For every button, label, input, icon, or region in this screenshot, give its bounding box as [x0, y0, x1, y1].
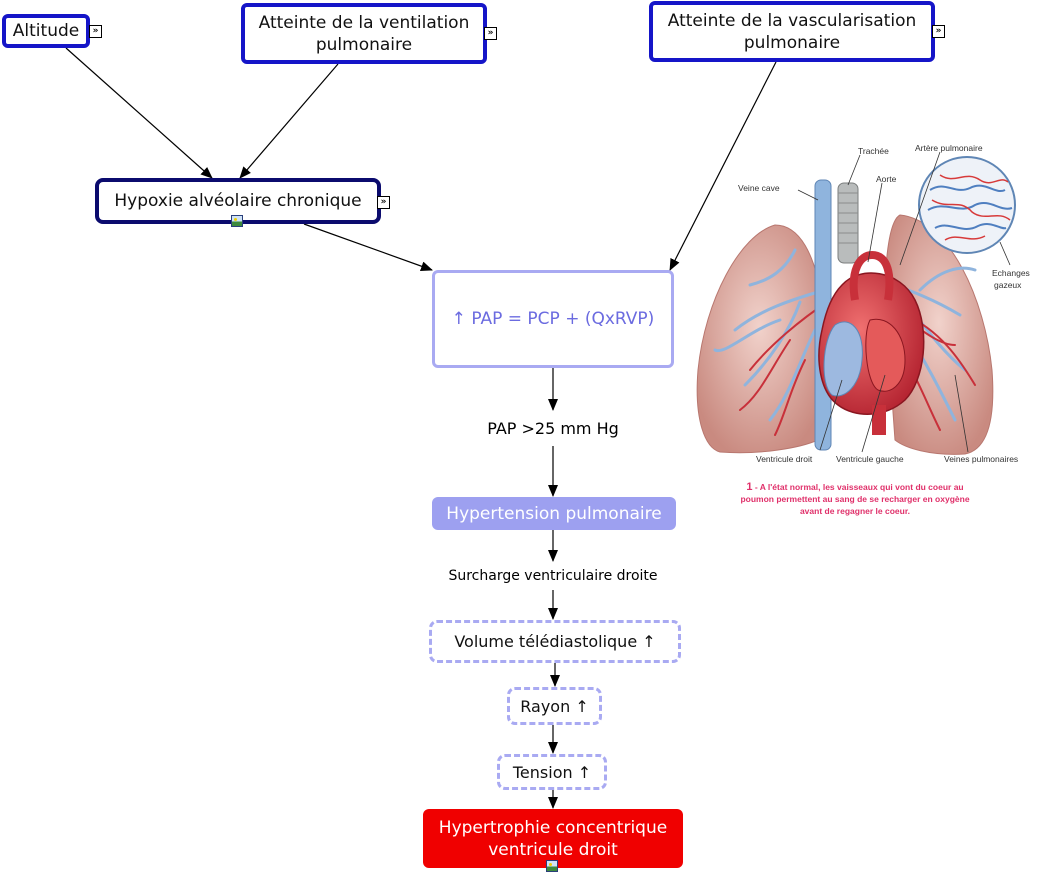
expand-ventilation-icon[interactable]: » — [484, 27, 497, 40]
edge-hypoxie-pap — [303, 223, 433, 271]
label-aorte: Aorte — [876, 174, 897, 184]
label-echanges-2: gazeux — [994, 280, 1022, 290]
node-rayon-label: Rayon ↑ — [520, 696, 589, 716]
hypertrophie-image-icon[interactable] — [546, 860, 558, 872]
node-surcharge-label: Surcharge ventriculaire droite — [448, 568, 658, 584]
left-lung — [696, 224, 823, 454]
node-ventilation-label: Atteinte de la ventilation pulmonaire — [258, 12, 470, 55]
caption-text: - A l'état normal, les vaisseaux qui von… — [740, 482, 970, 516]
expand-hypoxie-icon[interactable]: » — [377, 196, 390, 209]
node-tension[interactable]: Tension ↑ — [497, 754, 607, 790]
node-tension-label: Tension ↑ — [512, 762, 592, 782]
label-veines-pulmonaires: Veines pulmonaires — [944, 454, 1018, 464]
node-volume-label: Volume télédiastolique ↑ — [454, 632, 656, 651]
node-pap-formula[interactable]: ↑ PAP = PCP + (QxRVP) — [432, 270, 674, 368]
node-altitude[interactable]: Altitude — [2, 14, 90, 48]
node-altitude-label: Altitude — [12, 21, 80, 41]
heart-lung-illustration: Trachée Artère pulmonaire Veine cave Aor… — [696, 143, 1030, 464]
node-volume[interactable]: Volume télédiastolique ↑ — [429, 620, 681, 663]
label-ventricule-gauche: Ventricule gauche — [836, 454, 904, 464]
label-artere-pulmonaire: Artère pulmonaire — [915, 143, 983, 153]
node-hypertrophie-label: Hypertrophie concentrique ventricule dro… — [438, 817, 668, 860]
node-vascularisation-label: Atteinte de la vascularisation pulmonair… — [667, 10, 917, 53]
node-pap-threshold[interactable]: PAP >25 mm Hg — [463, 413, 643, 443]
node-hypertrophie[interactable]: Hypertrophie concentrique ventricule dro… — [423, 809, 683, 868]
label-ventricule-droit: Ventricule droit — [756, 454, 813, 464]
node-ventilation[interactable]: Atteinte de la ventilation pulmonaire — [241, 3, 487, 64]
expand-altitude-icon[interactable]: » — [89, 25, 102, 38]
edge-altitude-hypoxie — [65, 47, 213, 179]
label-trachee: Trachée — [858, 146, 889, 156]
caption-number: 1 — [746, 481, 753, 493]
node-pap-threshold-label: PAP >25 mm Hg — [487, 418, 619, 438]
node-hypoxie-label: Hypoxie alvéolaire chronique — [114, 191, 362, 211]
label-veine-cave: Veine cave — [738, 183, 780, 193]
illustration-caption: 1 - A l'état normal, les vaisseaux qui v… — [735, 481, 975, 517]
connectors — [65, 47, 777, 809]
node-pap-formula-label: ↑ PAP = PCP + (QxRVP) — [451, 309, 655, 329]
node-hypertension[interactable]: Hypertension pulmonaire — [432, 497, 676, 530]
node-vascularisation[interactable]: Atteinte de la vascularisation pulmonair… — [649, 1, 935, 62]
alveoli-zoom — [918, 156, 1016, 254]
edge-vascularisation-pap — [669, 61, 777, 271]
expand-vascularisation-icon[interactable]: » — [932, 25, 945, 38]
node-hypertension-label: Hypertension pulmonaire — [446, 503, 662, 524]
node-surcharge[interactable]: Surcharge ventriculaire droite — [421, 563, 685, 589]
node-rayon[interactable]: Rayon ↑ — [507, 687, 602, 725]
edge-ventilation-hypoxie — [239, 63, 339, 179]
label-echanges-1: Echanges — [992, 268, 1030, 278]
hypoxie-image-icon[interactable] — [231, 215, 243, 227]
aorta — [849, 250, 894, 301]
